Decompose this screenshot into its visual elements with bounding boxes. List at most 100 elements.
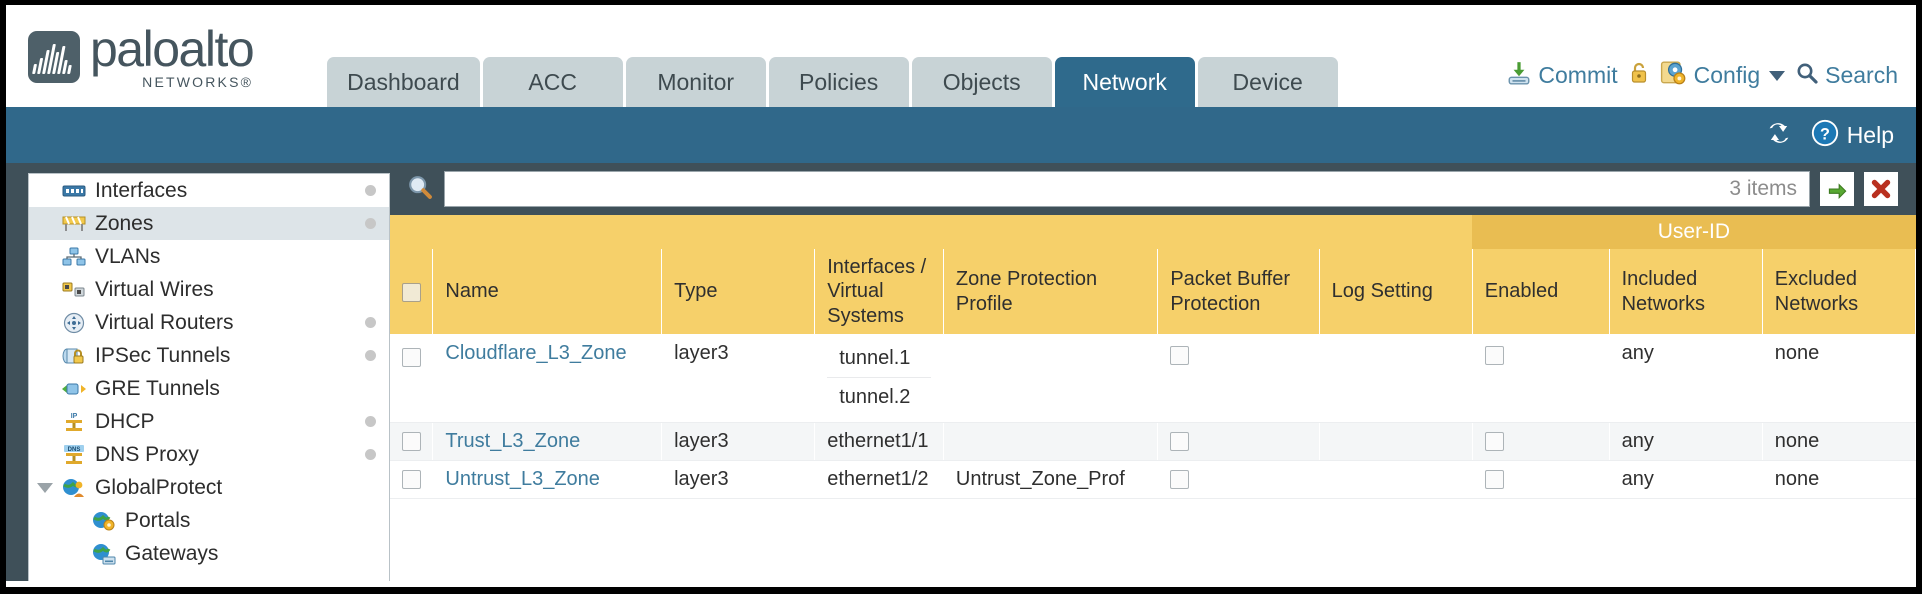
sidebar-item-label: GRE Tunnels [95,376,220,400]
column-header-excluded-networks[interactable]: Excluded Networks [1762,249,1916,335]
row-select-checkbox[interactable] [402,470,421,490]
status-dot [365,317,376,328]
cell-zone-protection-profile: Untrust_Zone_Prof [943,460,1159,500]
cell-included-networks: any [1609,422,1763,462]
main-nav-tabs: Dashboard ACC Monitor Policies Objects N… [327,57,1338,107]
user-id-enabled-checkbox[interactable] [1484,346,1504,366]
svg-text:IP: IP [71,413,78,420]
sidebar-item-portals[interactable]: Portals [29,504,389,537]
sidebar-item-label: VLANs [95,244,161,268]
sidebar-item-label: Portals [125,508,191,532]
sidebar-item-label: IPSec Tunnels [95,343,231,367]
help-label: Help [1846,121,1894,148]
sidebar-item-dhcp[interactable]: IP DHCP [29,405,389,438]
row-select-checkbox[interactable] [402,432,421,452]
table-row[interactable]: Trust_L3_Zone layer3 ethernet1/1 [390,422,1916,462]
cell-name: Cloudflare_L3_Zone [432,334,663,424]
help-button[interactable]: ? Help [1810,118,1894,153]
zone-name-link[interactable]: Trust_L3_Zone [445,430,581,453]
tab-network[interactable]: Network [1054,57,1195,107]
tab-monitor[interactable]: Monitor [625,57,766,107]
zones-panel: 3 items [390,163,1916,581]
select-all-checkbox[interactable] [402,282,421,302]
dns-proxy-icon: DNS [61,444,87,466]
network-sidebar: Interfaces Zones [28,173,390,581]
sidebar-item-ipsec-tunnels[interactable]: IPSec Tunnels [29,339,389,372]
sidebar-item-virtual-wires[interactable]: Virtual Wires [29,273,389,306]
search-button[interactable]: Search [1795,61,1898,90]
cell-excluded-networks: none [1762,422,1916,462]
group-header-user-id: User-ID [1472,215,1916,249]
commit-button[interactable]: Commit [1506,60,1618,91]
cell-included-networks: any [1609,334,1763,424]
config-button[interactable]: Config [1660,60,1786,91]
refresh-icon[interactable] [1764,119,1794,152]
tab-policies[interactable]: Policies [768,57,909,107]
tab-objects[interactable]: Objects [911,57,1052,107]
column-header-log-setting[interactable]: Log Setting [1319,249,1473,335]
sidebar-item-virtual-routers[interactable]: Virtual Routers [29,306,389,339]
brand-name: paloalto [90,21,255,77]
cell-name: Trust_L3_Zone [432,422,663,462]
column-header-packet-buffer-protection[interactable]: Packet Buffer Protection [1157,249,1320,335]
search-magnifier-icon [406,173,434,206]
sidebar-item-label: Virtual Wires [95,277,214,301]
column-header-type[interactable]: Type [661,249,816,335]
cell-type: layer3 [661,334,816,424]
clear-filter-button[interactable] [1864,172,1898,206]
ipsec-tunnels-icon [61,345,87,367]
zone-name-link[interactable]: Cloudflare_L3_Zone [445,342,627,365]
search-input[interactable] [457,177,1730,201]
sidebar-item-gateways[interactable]: Gateways [29,537,389,570]
expander-triangle-icon[interactable] [37,483,53,493]
cell-interfaces: ethernet1/2 [814,460,944,500]
svg-text:?: ? [1820,125,1830,143]
cell-zone-protection-profile [943,422,1159,462]
column-header-zone-protection-profile[interactable]: Zone Protection Profile [943,249,1159,335]
user-id-enabled-checkbox[interactable] [1484,470,1504,490]
cell-excluded-networks: none [1762,460,1916,500]
column-header-interfaces[interactable]: Interfaces / Virtual Systems [814,249,944,335]
tab-device[interactable]: Device [1197,57,1338,107]
apply-filter-button[interactable] [1820,172,1854,206]
row-select-checkbox[interactable] [402,348,421,368]
search-field-wrapper[interactable]: 3 items [444,171,1810,207]
sidebar-item-gre-tunnels[interactable]: GRE Tunnels [29,372,389,405]
portals-icon [91,510,117,532]
user-id-enabled-checkbox[interactable] [1484,432,1504,452]
dhcp-icon: IP [61,411,87,433]
interfaces-icon [61,180,87,202]
commit-label: Commit [1538,62,1618,88]
zones-icon [61,213,87,235]
chevron-down-icon[interactable] [1769,70,1786,81]
row-select-cell [390,334,434,424]
cell-packet-buffer-protection [1157,334,1320,424]
padlock-icon [1628,61,1650,90]
packet-buffer-protection-checkbox[interactable] [1170,432,1190,452]
sidebar-item-label: GlobalProtect [95,475,223,499]
sidebar-item-zones[interactable]: Zones [29,207,389,240]
search-magnifier-icon [1795,61,1819,90]
svg-text:DNS: DNS [68,447,81,453]
packet-buffer-protection-checkbox[interactable] [1170,470,1190,490]
cell-packet-buffer-protection [1157,422,1320,462]
packet-buffer-protection-checkbox[interactable] [1170,346,1190,366]
items-count-label: 3 items [1729,177,1797,200]
sidebar-item-vlans[interactable]: VLANs [29,240,389,273]
column-header-included-networks[interactable]: Included Networks [1609,249,1763,335]
sidebar-item-interfaces[interactable]: Interfaces [29,174,389,207]
cell-excluded-networks: none [1762,334,1916,424]
zone-name-link[interactable]: Untrust_L3_Zone [445,468,600,491]
sidebar-item-globalprotect[interactable]: GlobalProtect [29,471,389,504]
status-dot [365,218,376,229]
tab-acc[interactable]: ACC [482,57,623,107]
tab-dashboard[interactable]: Dashboard [327,57,480,107]
sidebar-item-dns-proxy[interactable]: DNS DNS Proxy [29,438,389,471]
column-header-name[interactable]: Name [432,249,663,335]
cell-interfaces: ethernet1/1 [814,422,944,462]
row-select-cell [390,422,434,462]
sidebar-item-label: Gateways [125,541,219,565]
table-row[interactable]: Untrust_L3_Zone layer3 ethernet1/2 Untru… [390,460,1916,500]
lock-button[interactable] [1628,61,1650,90]
column-header-enabled[interactable]: Enabled [1472,249,1610,335]
